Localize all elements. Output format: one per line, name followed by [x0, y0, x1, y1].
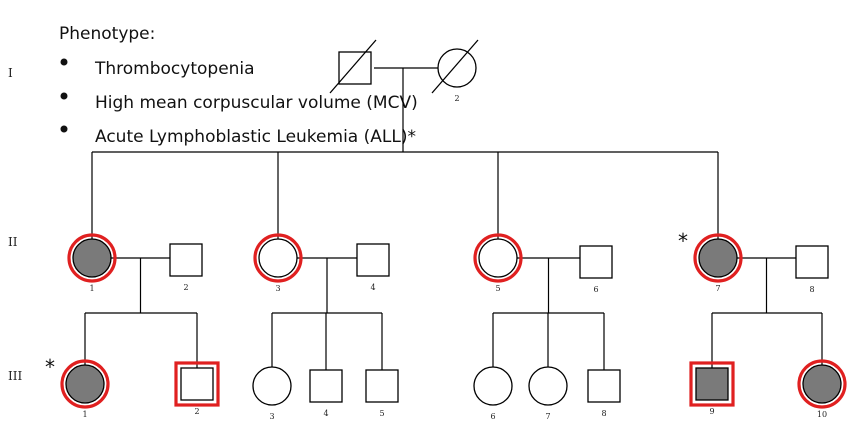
individual-ii-1: 1 [67, 233, 117, 293]
individual-number: 6 [490, 412, 495, 421]
male-symbol [579, 245, 613, 279]
star-marker: * [678, 229, 688, 253]
female-symbol [478, 238, 518, 278]
male-symbol [356, 243, 390, 277]
phenotype-legend: Phenotype: Thrombocytopenia High mean co… [59, 24, 418, 147]
highlight-ring [693, 233, 743, 283]
individual-ii-4: 4 [356, 243, 390, 292]
individual-number: 4 [323, 409, 328, 418]
deceased-slash [431, 39, 479, 94]
highlight-ring [253, 233, 303, 283]
individual-number: 9 [709, 407, 714, 416]
individual-iii-5: 5 [365, 369, 399, 418]
individual-iii-10: 10 [797, 359, 847, 419]
individual-number: 7 [715, 284, 720, 293]
individual-ii-7: *7 [678, 229, 743, 293]
legend-title: Phenotype: [59, 24, 155, 44]
individual-number: 8 [809, 285, 814, 294]
individual-number: 1 [82, 410, 87, 419]
male-symbol [587, 369, 621, 403]
individual-number: 5 [495, 284, 500, 293]
male-symbol [338, 51, 372, 85]
legend-item-high-mcv: High mean corpuscular volume (MCV) [95, 93, 418, 113]
female-symbol [473, 366, 513, 406]
individual-ii-3: 3 [253, 233, 303, 293]
highlight-ring [60, 359, 110, 409]
individual-i-2: 2 [431, 39, 479, 103]
highlight-ring [473, 233, 523, 283]
highlight-ring [67, 233, 117, 283]
individual-iii-2: 2 [174, 361, 220, 416]
female-symbol [252, 366, 292, 406]
individual-i-1 [329, 39, 377, 94]
individual-ii-6: 6 [579, 245, 613, 294]
legend-bullet-1 [60, 58, 68, 66]
individual-number: 10 [817, 410, 827, 419]
individual-iii-9: 9 [689, 361, 735, 416]
highlight-box [689, 361, 735, 407]
female-symbol [72, 238, 112, 278]
individual-iii-1: *1 [45, 355, 110, 419]
male-symbol [180, 367, 214, 401]
legend-bullet-3 [60, 125, 68, 133]
legend-item-thrombocytopenia: Thrombocytopenia [94, 59, 255, 79]
female-symbol [437, 48, 477, 88]
female-symbol [698, 238, 738, 278]
female-symbol [65, 364, 105, 404]
male-symbol [795, 245, 829, 279]
individual-number: 4 [370, 283, 375, 292]
individual-number: 2 [183, 283, 188, 292]
female-symbol [528, 366, 568, 406]
generation-label-i: I [8, 66, 13, 80]
male-symbol [365, 369, 399, 403]
individual-number: 5 [379, 409, 384, 418]
individual-iii-6: 6 [473, 366, 513, 421]
individual-iii-8: 8 [587, 369, 621, 418]
individual-number: 3 [275, 284, 280, 293]
generation-label-iii: III [8, 369, 22, 383]
individual-ii-2: 2 [169, 243, 203, 292]
individual-number: 7 [545, 412, 550, 421]
legend-bullet-2 [60, 92, 68, 100]
individual-number: 6 [593, 285, 598, 294]
deceased-slash [329, 39, 377, 94]
female-symbol [258, 238, 298, 278]
legend-item-all: Acute Lymphoblastic Leukemia (ALL)* [95, 127, 416, 147]
individual-number: 3 [269, 412, 274, 421]
pedigree-lines [84, 67, 823, 370]
generation-label-ii: II [8, 235, 18, 249]
individual-iii-4: 4 [309, 369, 343, 418]
star-marker: * [45, 355, 55, 379]
male-symbol [695, 367, 729, 401]
male-symbol [169, 243, 203, 277]
individual-iii-3: 3 [252, 366, 292, 421]
individual-ii-8: 8 [795, 245, 829, 294]
highlight-ring [797, 359, 847, 409]
individual-number: 8 [601, 409, 606, 418]
male-symbol [309, 369, 343, 403]
individual-iii-7: 7 [528, 366, 568, 421]
individual-number: 2 [454, 94, 459, 103]
female-symbol [802, 364, 842, 404]
individual-ii-5: 5 [473, 233, 523, 293]
highlight-box [174, 361, 220, 407]
individual-number: 2 [194, 407, 199, 416]
individual-number: 1 [89, 284, 94, 293]
